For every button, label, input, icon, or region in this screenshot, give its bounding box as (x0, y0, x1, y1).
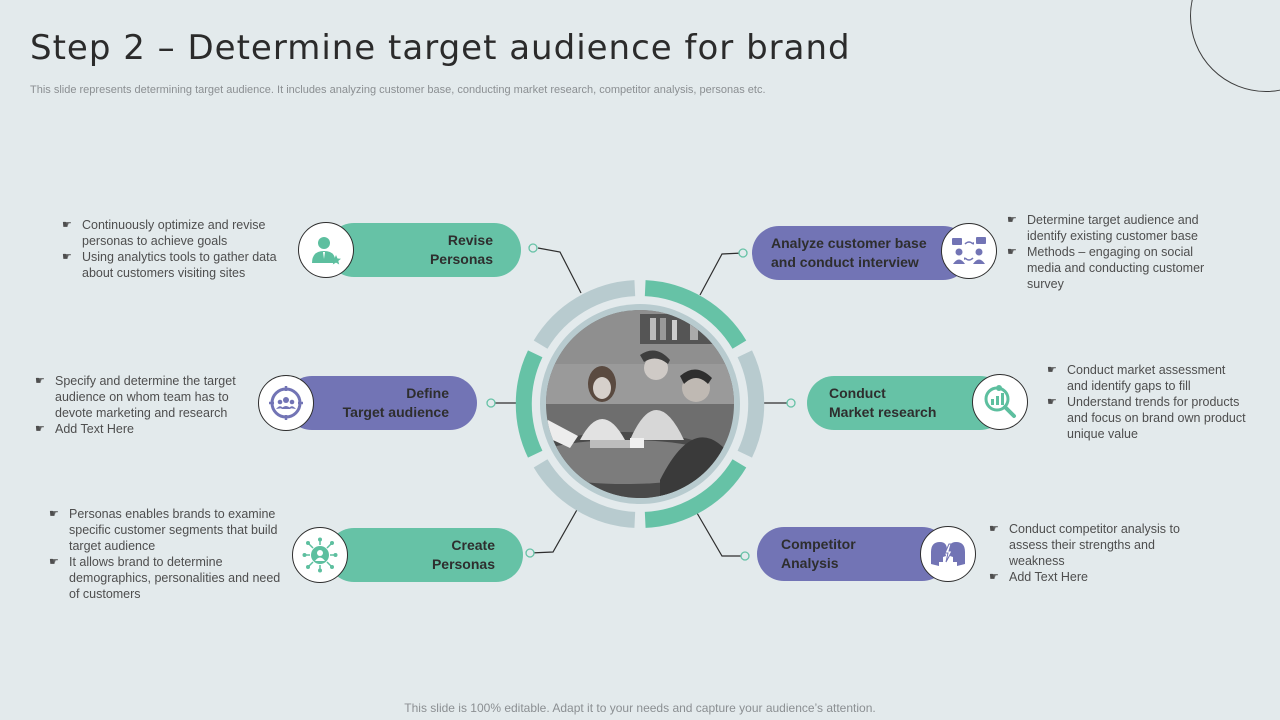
list-item: Specify and determine the target audienc… (35, 373, 255, 421)
ring-segment-left (515, 350, 543, 458)
analyze-line1: Analyze customer base (771, 235, 927, 251)
list-item: Add Text Here (989, 569, 1189, 585)
market-research-line1: Conduct (829, 385, 886, 401)
ring-segment-bottom-right (644, 459, 747, 528)
target-group-icon (258, 375, 314, 431)
list-item: Conduct competitor analysis to assess th… (989, 521, 1189, 569)
revise-personas-line1: Revise (447, 232, 493, 248)
competitor-bullets: Conduct competitor analysis to assess th… (989, 521, 1189, 585)
market-research-bullets: Conduct market assessment and identify g… (1047, 362, 1247, 442)
conduct-market-research-pill: Conduct Market research (807, 376, 1007, 430)
page-title: Step 2 – Determine target audience for b… (30, 28, 851, 68)
list-item: Methods – engaging on social media and c… (1007, 244, 1217, 292)
revise-personas-line2: Personas (429, 251, 493, 267)
competitor-line2: Analysis (781, 555, 839, 571)
ring-segment-top-right (644, 280, 747, 349)
list-item: It allows brand to determine demographic… (49, 554, 285, 602)
user-star-icon (298, 222, 354, 278)
list-item: Add Text Here (35, 421, 255, 437)
network-persona-icon (292, 527, 348, 583)
list-item: Using analytics tools to gather data abo… (62, 249, 292, 281)
define-target-audience-pill: Define Target audience (285, 376, 477, 430)
create-personas-bullets: Personas enables brands to examine speci… (49, 506, 285, 602)
market-research-line2: Market research (829, 404, 937, 420)
revise-personas-bullets: Continuously optimize and revise persona… (62, 217, 292, 281)
list-item: Understand trends for products and focus… (1047, 394, 1247, 442)
competitor-heads-icon (920, 526, 976, 582)
ring-segment-bottom-left (533, 459, 636, 528)
define-target-line2: Target audience (342, 404, 449, 420)
footer-note: This slide is 100% editable. Adapt it to… (404, 701, 876, 715)
connector-analyze (699, 252, 744, 296)
list-item: Determine target audience and identify e… (1007, 212, 1217, 244)
revise-personas-pill: Revise Personas (327, 223, 521, 277)
connector-create (529, 507, 579, 554)
connector-competitor (696, 512, 745, 557)
list-item: Personas enables brands to examine speci… (49, 506, 285, 554)
define-target-bullets: Specify and determine the target audienc… (35, 373, 255, 437)
page-subtitle: This slide represents determining target… (30, 84, 766, 96)
chart-magnifier-icon (972, 374, 1028, 430)
ring-segment-right (737, 350, 765, 458)
list-item: Continuously optimize and revise persona… (62, 217, 292, 249)
ring-segment-top-left (533, 280, 636, 349)
create-personas-line1: Create (451, 537, 495, 553)
competitor-line1: Competitor (781, 536, 856, 552)
create-personas-pill: Create Personas (327, 528, 523, 582)
interview-icon (941, 223, 997, 279)
create-personas-line2: Personas (431, 556, 495, 572)
analyze-customer-base-pill: Analyze customer base and conduct interv… (752, 226, 970, 280)
competitor-analysis-pill: Competitor Analysis (757, 527, 949, 581)
analyze-customer-bullets: Determine target audience and identify e… (1007, 212, 1217, 292)
connector-revise (537, 247, 582, 294)
analyze-line2: and conduct interview (771, 254, 919, 270)
list-item: Conduct market assessment and identify g… (1047, 362, 1247, 394)
define-target-line1: Define (406, 385, 449, 401)
